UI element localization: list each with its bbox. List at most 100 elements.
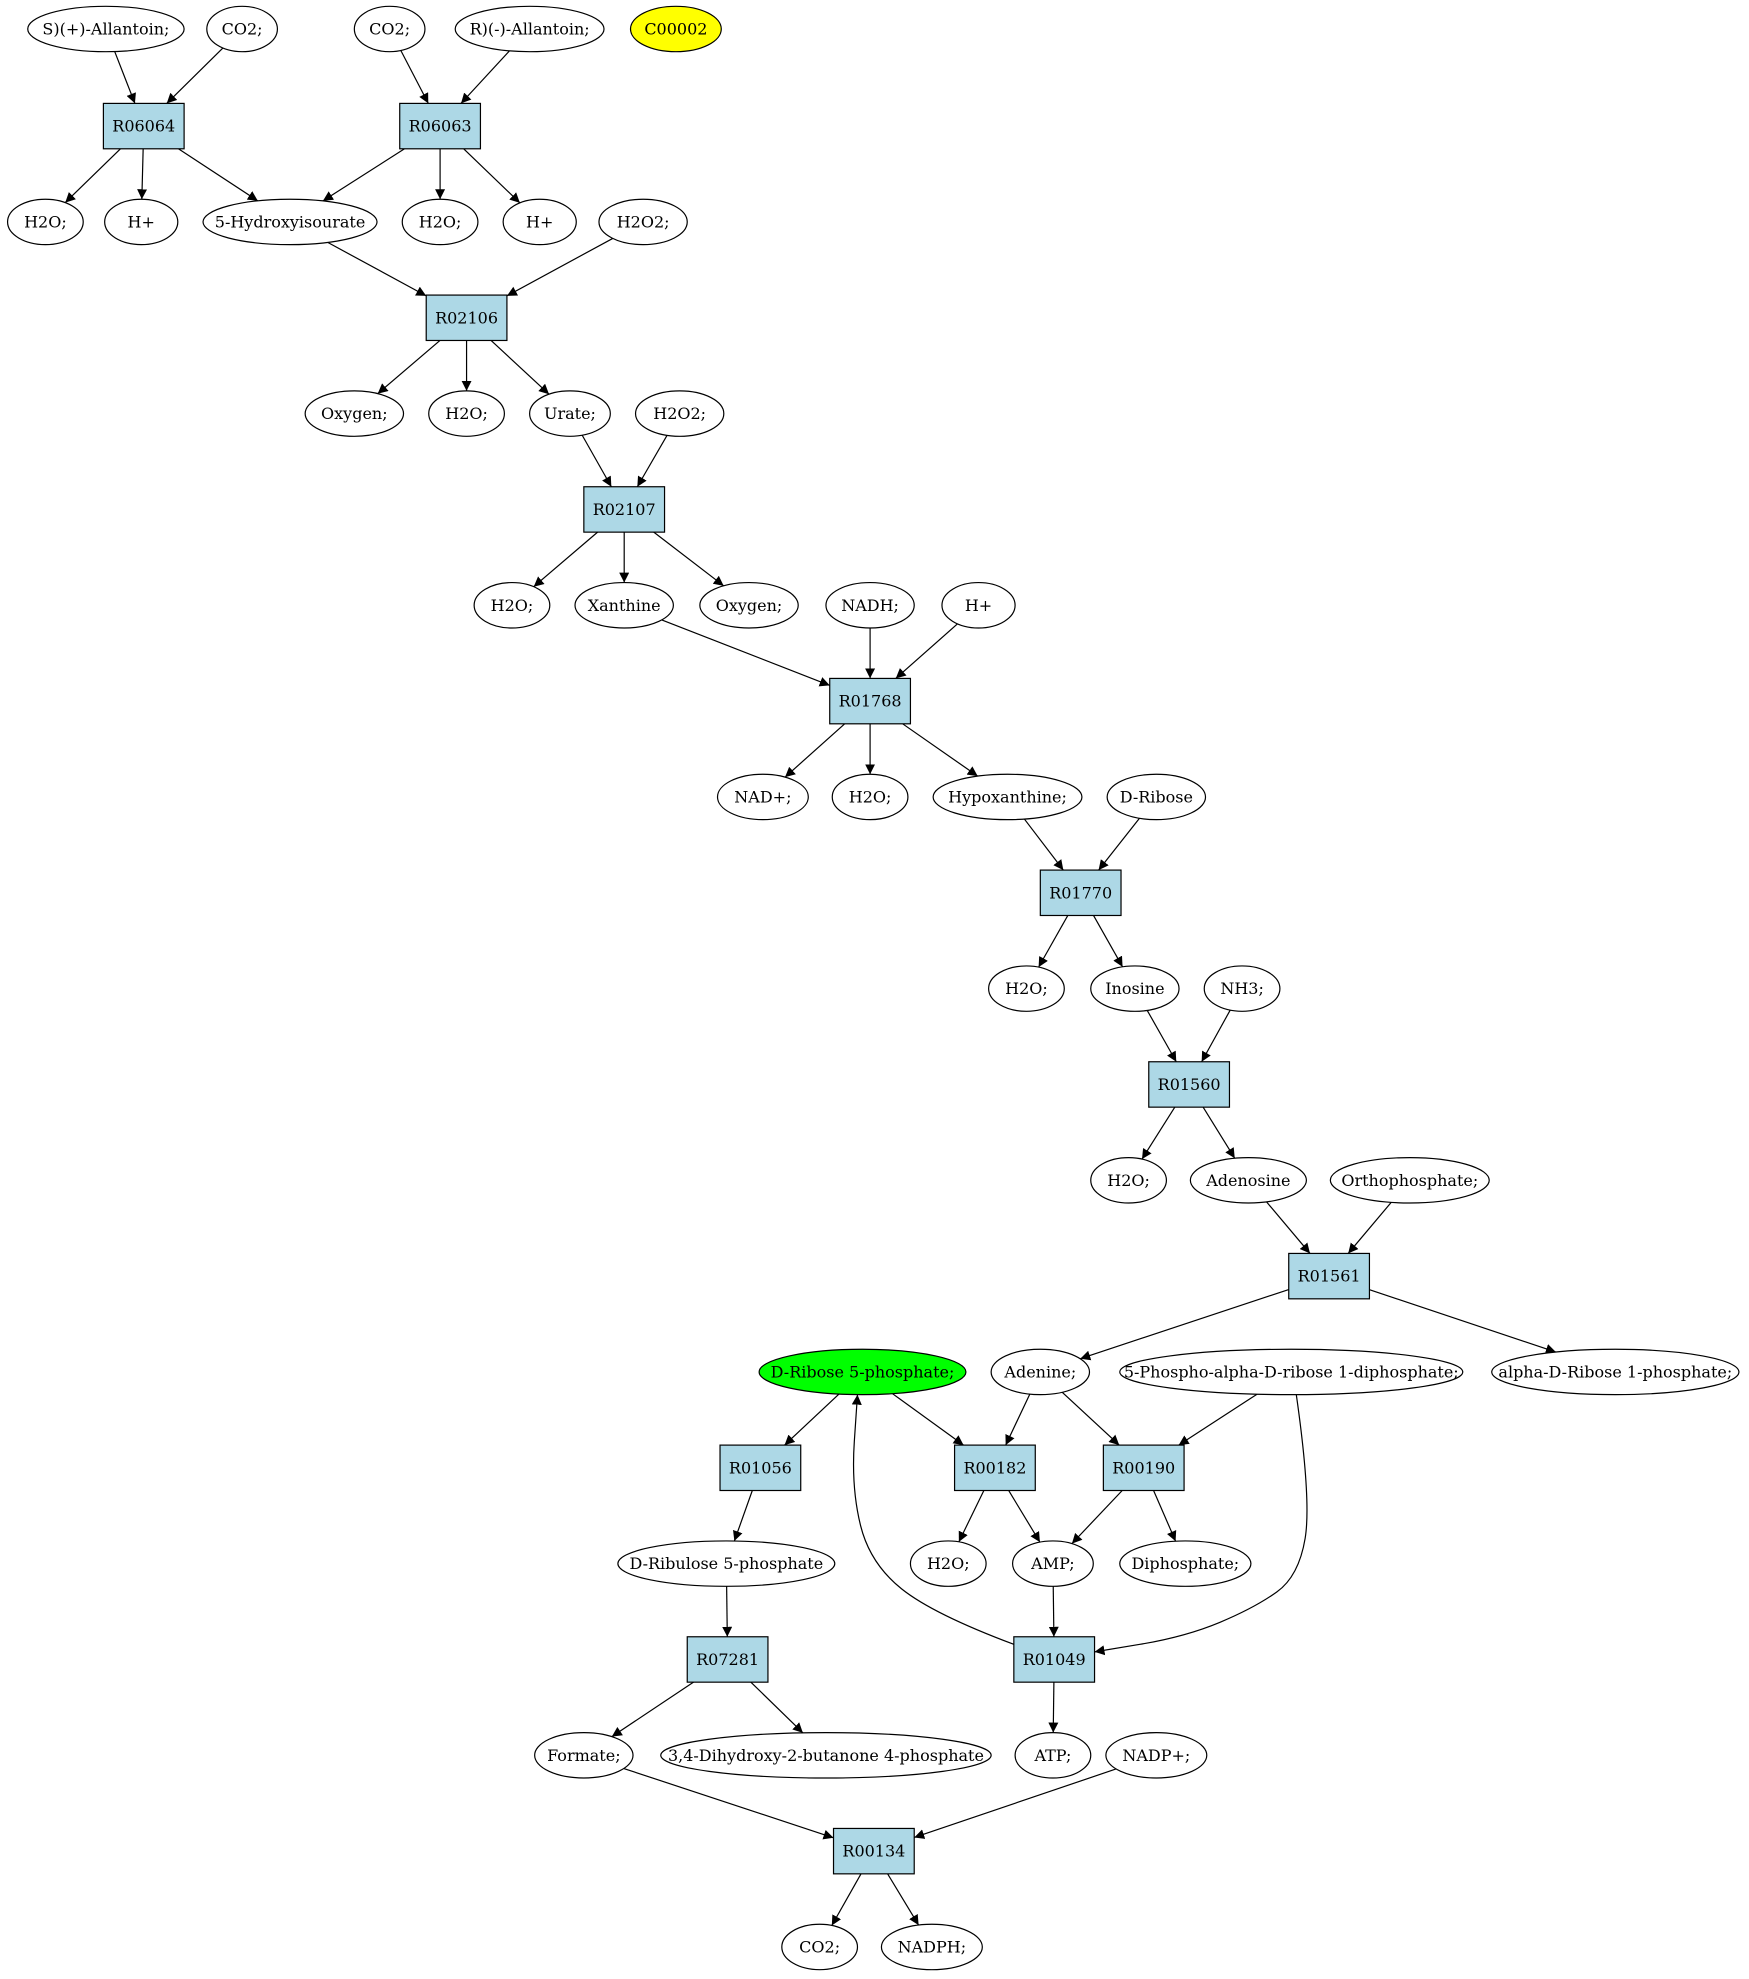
reaction-node-r00190[interactable]: R00190: [1102, 1444, 1185, 1492]
edge-c_drib-to-r_R01770: [1098, 817, 1140, 871]
compound-node-d-ribose[interactable]: D-Ribose: [1106, 773, 1207, 821]
compound-node-adenosine[interactable]: Adenosine: [1189, 1156, 1307, 1204]
compound-node-s-allantoin[interactable]: S)(+)-Allantoin;: [27, 5, 185, 53]
compound-node-5-phospho-alpha-d-ribose-1-diphosphate[interactable]: 5-Phospho-alpha-D-ribose 1-diphosphate;: [1119, 1348, 1464, 1396]
compound-node-oxygen-shape: [304, 390, 405, 437]
compound-node-c00002[interactable]: C00002: [629, 5, 722, 53]
compound-node-urate[interactable]: Urate;: [529, 390, 611, 437]
reaction-node-r06063-label: R06063: [409, 117, 472, 136]
reaction-node-r00134-label: R00134: [842, 1842, 905, 1861]
reaction-node-r06063[interactable]: R06063: [399, 102, 482, 150]
reaction-node-r02107[interactable]: R02107: [583, 486, 666, 533]
reaction-node-r06063-shape: [399, 102, 482, 150]
compound-node-nadh-shape: [825, 581, 915, 629]
compound-node-d-ribulose-5-phosphate-shape: [617, 1540, 836, 1587]
reaction-node-r00190-label: R00190: [1112, 1458, 1175, 1477]
compound-node-adenine[interactable]: Adenine;: [990, 1348, 1091, 1396]
reaction-node-r01768-shape: [829, 677, 912, 725]
compound-node-nadph-shape: [880, 1923, 983, 1971]
compound-node-s-allantoin-label: S)(+)-Allantoin;: [42, 20, 169, 39]
edge-r_R06064-to-c_h1: [137, 148, 148, 200]
compound-node-urate-shape: [529, 390, 611, 437]
compound-node-h2o[interactable]: H2O;: [831, 773, 909, 821]
reaction-node-r01560[interactable]: R01560: [1148, 1061, 1231, 1108]
nodes-layer: S)(+)-Allantoin; CO2; CO2; R)(-)-Allantoin;…: [6, 5, 1740, 1971]
compound-node-co2[interactable]: CO2;: [353, 5, 426, 53]
compound-node-co2-label: CO2;: [369, 20, 410, 39]
compound-node-nadph[interactable]: NADPH;: [880, 1923, 983, 1971]
compound-node-nadp[interactable]: NADP+;: [1105, 1732, 1208, 1779]
compound-node-3-4-dihydroxy-2-butanone-4-phosphate[interactable]: 3,4-Dihydroxy-2-butanone 4-phosphate: [660, 1732, 992, 1779]
compound-node-h2o[interactable]: H2O;: [473, 581, 551, 629]
compound-node-inosine[interactable]: Inosine: [1090, 965, 1180, 1012]
edge-c_nh3-to-r_R01560: [1201, 1009, 1231, 1063]
reaction-node-r07281-label: R07281: [696, 1650, 759, 1669]
compound-node-d-ribulose-5-phosphate[interactable]: D-Ribulose 5-phosphate: [617, 1540, 836, 1587]
compound-node-co2[interactable]: CO2;: [781, 1923, 859, 1971]
compound-node-h2o-label: H2O;: [927, 1554, 970, 1573]
compound-node-h2o[interactable]: H2O;: [988, 965, 1065, 1012]
compound-node-amp-label: AMP;: [1030, 1554, 1075, 1573]
reaction-node-r01056-label: R01056: [729, 1458, 792, 1477]
compound-node-c00002-shape: [629, 5, 722, 53]
compound-node-oxygen[interactable]: Oxygen;: [304, 390, 405, 437]
compound-node-h2o[interactable]: H2O;: [401, 198, 479, 246]
edge-c_pi-to-r_R01561: [1347, 1201, 1392, 1254]
edge-r_R00134-to-c_co2c: [831, 1873, 862, 1926]
compound-node-h2o2-shape: [598, 198, 688, 246]
compound-node-5-phospho-alpha-d-ribose-1-diphosphate-shape: [1119, 1348, 1464, 1396]
reaction-node-r00134-shape: [832, 1827, 915, 1875]
compound-node-5-hydroxyisourate[interactable]: 5-Hydroxyisourate: [202, 198, 378, 246]
reaction-node-r07281[interactable]: R07281: [686, 1636, 769, 1683]
compound-node-r-allantoin-label: R)(-)-Allantoin;: [470, 20, 590, 39]
reaction-node-r01770[interactable]: R01770: [1039, 869, 1122, 917]
reaction-node-r01049[interactable]: R01049: [1013, 1636, 1096, 1683]
reaction-node-r01560-shape: [1148, 1061, 1231, 1108]
compound-node-h2o[interactable]: H2O;: [1090, 1156, 1168, 1204]
compound-node-h2o2[interactable]: H2O2;: [598, 198, 688, 246]
compound-node-formate[interactable]: Formate;: [534, 1732, 634, 1779]
compound-node-h[interactable]: H+: [104, 198, 179, 246]
compound-node-diphosphate-label: Diphosphate;: [1131, 1554, 1239, 1573]
compound-node-orthophosphate-label: Orthophosphate;: [1341, 1171, 1478, 1190]
compound-node-h2o-label: H2O;: [419, 212, 462, 231]
reaction-node-r00134[interactable]: R00134: [832, 1827, 915, 1875]
compound-node-h2o2[interactable]: H2O2;: [634, 390, 725, 437]
compound-node-hypoxanthine-label: Hypoxanthine;: [948, 787, 1067, 806]
compound-node-co2-shape: [206, 5, 279, 53]
edge-r_R01561-to-c_ar1p: [1369, 1289, 1557, 1354]
compound-node-h2o[interactable]: H2O;: [909, 1540, 987, 1587]
compound-node-diphosphate[interactable]: Diphosphate;: [1119, 1540, 1252, 1587]
reaction-node-r06064[interactable]: R06064: [102, 102, 185, 150]
compound-node-r-allantoin[interactable]: R)(-)-Allantoin;: [454, 5, 605, 53]
compound-node-nh3[interactable]: NH3;: [1203, 965, 1281, 1012]
compound-node-d-ribose-5-phosphate[interactable]: D-Ribose 5-phosphate;: [758, 1348, 967, 1396]
compound-node-alpha-d-ribose-1-phosphate-shape: [1491, 1348, 1740, 1396]
compound-node-h[interactable]: H+: [941, 581, 1016, 629]
compound-node-h2o[interactable]: H2O;: [6, 198, 84, 246]
compound-node-hypoxanthine[interactable]: Hypoxanthine;: [932, 773, 1083, 821]
compound-node-urate-label: Urate;: [544, 404, 596, 423]
compound-node-xanthine[interactable]: Xanthine: [574, 581, 674, 629]
compound-node-orthophosphate[interactable]: Orthophosphate;: [1329, 1156, 1490, 1204]
reaction-node-r00182[interactable]: R00182: [953, 1444, 1036, 1492]
reaction-node-r02107-shape: [583, 486, 666, 533]
compound-node-co2-shape: [353, 5, 426, 53]
compound-node-d-ribose-shape: [1106, 773, 1207, 821]
reaction-node-r01561[interactable]: R01561: [1288, 1252, 1371, 1300]
reaction-node-r01768[interactable]: R01768: [829, 677, 912, 725]
compound-node-atp[interactable]: ATP;: [1014, 1732, 1092, 1779]
compound-node-oxygen[interactable]: Oxygen;: [699, 581, 799, 629]
compound-node-co2[interactable]: CO2;: [206, 5, 279, 53]
compound-node-h[interactable]: H+: [502, 198, 577, 246]
reaction-node-r06064-shape: [102, 102, 185, 150]
compound-node-h2o[interactable]: H2O;: [428, 390, 505, 437]
reaction-node-r02106[interactable]: R02106: [425, 294, 508, 342]
compound-node-nad[interactable]: NAD+;: [716, 773, 809, 821]
compound-node-alpha-d-ribose-1-phosphate[interactable]: alpha-D-Ribose 1-phosphate;: [1491, 1348, 1740, 1396]
compound-node-nadh[interactable]: NADH;: [825, 581, 915, 629]
compound-node-amp[interactable]: AMP;: [1011, 1540, 1094, 1587]
edge-r_R07281-to-c_dhbp: [750, 1681, 804, 1734]
edge-c_sall-to-r_R06064: [114, 51, 136, 104]
reaction-node-r01056[interactable]: R01056: [719, 1444, 802, 1492]
